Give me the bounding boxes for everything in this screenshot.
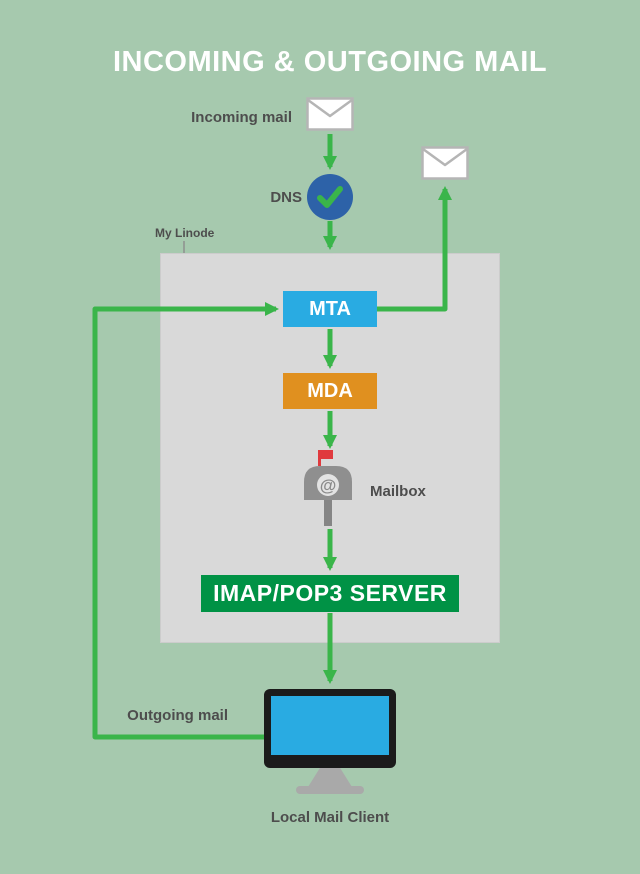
monitor-base [296,786,364,794]
monitor-stand [308,768,352,787]
incoming-mail-label: Incoming mail [191,109,292,126]
mailbox-label: Mailbox [370,483,426,500]
mailbox-icon: @ [304,450,352,526]
local-mail-client-label: Local Mail Client [270,809,390,826]
outgoing-mail-label: Outgoing mail [127,707,228,724]
dns-check-icon [307,174,353,220]
local-mail-client-icon [264,689,396,768]
monitor-screen [271,696,389,755]
mta-node: MTA [283,291,377,327]
incoming-envelope-icon [306,97,354,131]
imap-pop3-server-node: IMAP/POP3 SERVER [201,575,459,612]
mda-node: MDA [283,373,377,409]
my-linode-label: My Linode [155,226,215,240]
dns-label: DNS [270,189,302,206]
svg-text:@: @ [320,476,337,495]
diagram-title: INCOMING & OUTGOING MAIL [112,46,548,78]
outgoing-envelope-icon [421,146,469,180]
